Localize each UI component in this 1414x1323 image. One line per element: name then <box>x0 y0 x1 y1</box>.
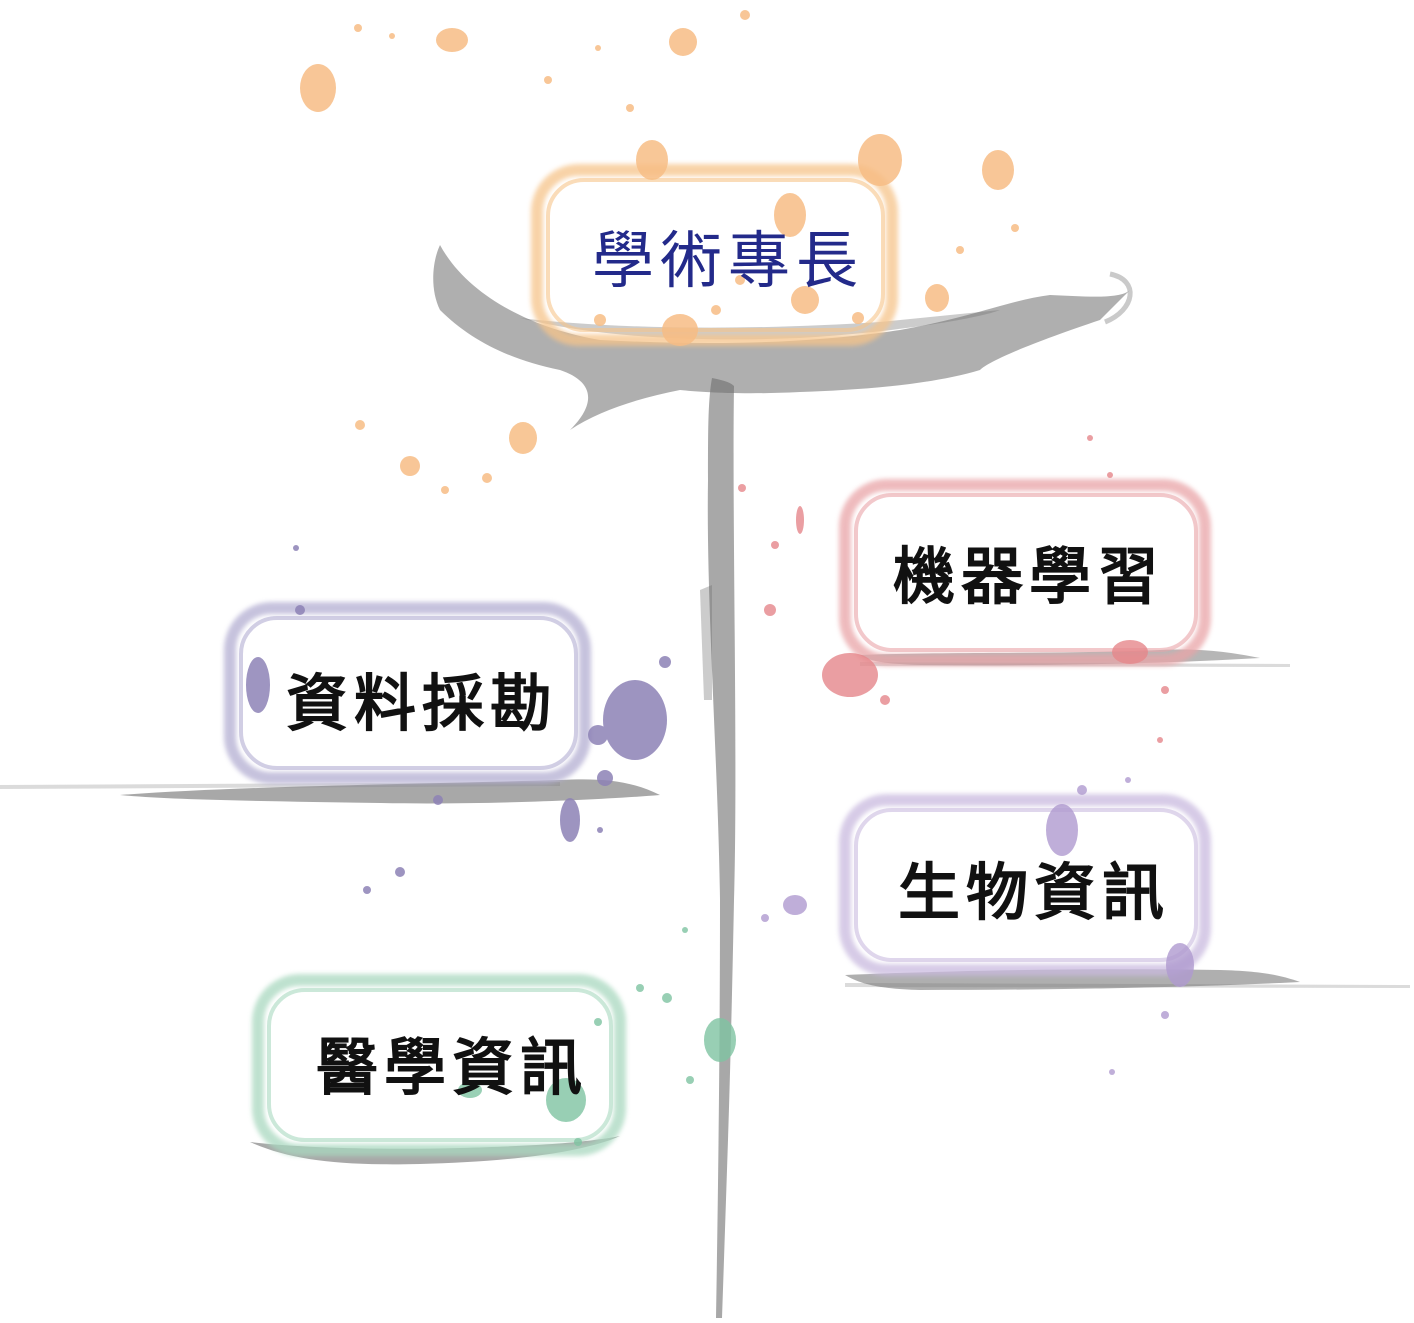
bio-underline-thin <box>845 983 1410 988</box>
branch-label-data-mining: 資料採勘 <box>286 667 559 740</box>
top-brush-stroke <box>433 245 1130 430</box>
orange-splashes <box>300 10 1019 494</box>
top-brush-hook <box>1103 271 1133 325</box>
branch-label-medical-informatics: 醫學資訊 <box>316 1031 589 1104</box>
root-frame <box>531 164 898 346</box>
ink-brush-strokes <box>0 245 1410 1318</box>
dm-frame <box>224 602 591 784</box>
lavender-splashes <box>761 777 1194 1075</box>
dm-underline-stroke <box>120 779 660 804</box>
ml-frame <box>839 479 1211 666</box>
branch-label-machine-learning: 機器學習 <box>893 540 1166 613</box>
med-frame <box>252 974 626 1156</box>
frames <box>224 164 1211 1156</box>
purple-splashes <box>246 545 671 894</box>
root-node-label: 學術專長 <box>592 224 865 297</box>
bio-frame <box>839 794 1211 976</box>
top-brush-streak <box>520 310 1000 340</box>
trunk-shadow <box>700 585 712 700</box>
branch-label-bioinformatics: 生物資訊 <box>898 856 1171 929</box>
green-splashes <box>458 927 736 1146</box>
vertical-trunk <box>707 378 736 1318</box>
red-splashes <box>738 435 1169 743</box>
